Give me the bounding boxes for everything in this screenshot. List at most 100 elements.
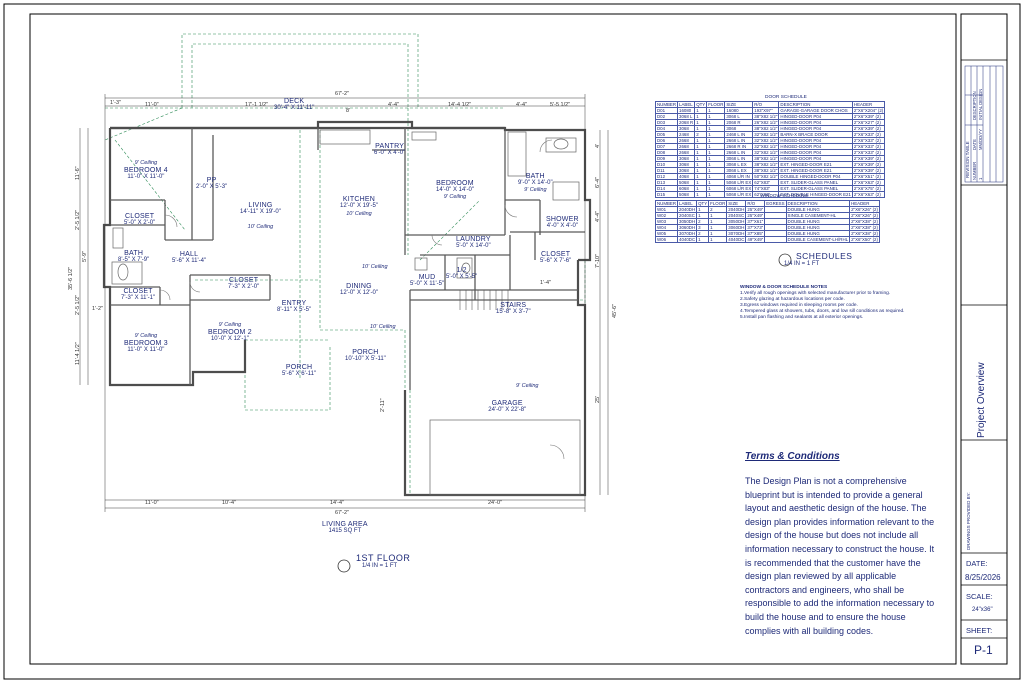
room-size: 8'-5" X 7'-9" (118, 257, 150, 263)
schedule-notes-title: WINDOW & DOOR SCHEDULE NOTES (740, 285, 828, 290)
revision-row-date: MM/DD/YY (978, 129, 983, 150)
table-cell: 2"X6"X39" (2) (851, 125, 886, 132)
room-name: STAIRS (500, 302, 527, 309)
table-cell: 4068 L/R IN (724, 173, 754, 180)
room-name: HALL (179, 251, 199, 258)
table-cell: 4040DC (677, 236, 698, 243)
room-size: 4'-0" X 4'-0" (546, 223, 578, 229)
stair-treads (459, 290, 509, 310)
interior-walls (110, 128, 585, 390)
table-cell: W06 (654, 236, 679, 243)
revision-table-title: REVISION TABLE (965, 141, 970, 178)
table-cell: 37"X61" (745, 218, 766, 225)
deck-label: DECK 30'-4" X 11'-11" (274, 98, 314, 112)
table-cell: 32"X82 1/2" (752, 137, 780, 144)
floor-caption-title: 1ST FLOOR (356, 553, 411, 563)
schedules-caption-scale: 1/4 IN = 1 FT (784, 261, 820, 267)
room-half-bath: 1/2 5'-0" X 5'-5" (446, 267, 477, 281)
dim-top: 1'-3" (110, 100, 121, 106)
table-cell: 37"X85" (745, 230, 766, 237)
room-ceiling: 9' Ceiling (218, 322, 242, 328)
room-name: BATH (124, 250, 144, 257)
revision-row-description: INITIAL DESIGN (978, 88, 983, 120)
header-cell: EGRESS (764, 200, 787, 207)
table-cell: DOUBLE CASEMENT-LH/RHL (785, 236, 851, 243)
room-name: SHOWER (546, 216, 579, 223)
room-closet4: CLOSET 7'-3" X 11'-1" (121, 288, 155, 302)
table-cell: 2"X6"X27" (2) (851, 119, 886, 126)
room-name: PORCH (352, 349, 379, 356)
table-cell: GARAGE-GARAGE DOOR CHOS (778, 107, 853, 114)
window-schedule-title: WINDOW SCHEDULE (760, 194, 809, 199)
living-area: LIVING AREA 1415 SQ FT (322, 521, 368, 535)
dim-left: 11'-6" (75, 166, 81, 180)
dim-right: 7'-10" (595, 253, 601, 268)
room-living: LIVING 14'-11" X 19'-0" 10' Ceiling (240, 202, 281, 231)
table-cell: 2"X6"X26" (2) (849, 206, 880, 213)
room-name: GARAGE (491, 400, 523, 407)
room-kitchen: KITCHEN 12'-0" X 19'-5" 10' Ceiling (340, 196, 378, 218)
table-cell: 2"X6"X33" (2) (851, 131, 886, 138)
room-mud: MUD 5'-0" X 11'-5" (410, 274, 444, 288)
date-label: DATE: (966, 559, 988, 568)
room-name: CLOSET (123, 288, 153, 295)
sheet-value: P-1 (974, 643, 993, 657)
table-cell: 2068 R (677, 119, 696, 126)
room-ceiling: 9' Ceiling (134, 160, 158, 166)
door-schedule-table: NUMBER LABEL QTY FLOOR SIZE R/O DESCRIPT… (654, 101, 886, 198)
room-name: BEDROOM 2 (208, 329, 252, 336)
room-size: 7'-3" X 11'-1" (121, 295, 156, 301)
table-cell: 2"X6"X51" (2) (851, 173, 886, 180)
table-cell: 1 (696, 236, 710, 243)
table-cell: 3068 L (677, 113, 696, 120)
room-name: CLOSET (125, 213, 155, 220)
room-bedroom4: 9' Ceiling BEDROOM 4 11'-0" X 11'-0" (124, 160, 168, 181)
table-cell: 2"X6"X33" (2) (851, 143, 886, 150)
table-cell: 2"X6"X39" (2) (851, 113, 886, 120)
room-laundry: LAUNDRY 5'-0" X 14'-0" (456, 236, 491, 250)
door-swings (159, 139, 565, 460)
table-cell: 32"X82 1/2" (752, 131, 780, 138)
table-cell: 2"X6"X33" (2) (851, 149, 886, 156)
room-ceiling: 9' Ceiling (134, 333, 158, 339)
room-size: 15'-8" X 3'-7" (496, 309, 531, 315)
room-size: 10'-10" X 5'-11" (345, 356, 386, 362)
revision-header-date: DATE (972, 139, 977, 150)
room-size: 5'-0" X 11'-5" (410, 281, 445, 287)
room-name: PANTRY (375, 143, 405, 150)
window-schedule-table: NUMBER LABEL QTY FLOOR SIZE R/O EGRESS D… (654, 200, 880, 243)
header-cell: FLOOR (708, 200, 728, 207)
room-size: 5'-6" X 7'-6" (540, 258, 572, 264)
table-cell (764, 236, 787, 243)
room-shower: SHOWER 4'-0" X 4'-0" (546, 216, 579, 230)
deck-size: 30'-4" X 11'-11" (274, 105, 315, 111)
dim-right: 6'-4" (595, 177, 601, 188)
note-item: 5.Install pan flashing and sealants at a… (740, 315, 864, 320)
table-cell: 2"X6"X26" (2) (849, 212, 880, 219)
note-item: 2.Safety glazing at hazardous locations … (740, 297, 845, 302)
schedules-caption: SCHEDULES 1/4 IN = 1 FT (784, 251, 852, 267)
table-cell: 5068 L/R EX (724, 179, 754, 186)
table-cell: 38"X82 1/2" (752, 125, 780, 132)
table-cell: 3060DH (677, 224, 698, 231)
room-name: LIVING (248, 202, 273, 209)
drawings-provided-by: DRAWINGS PROVIDED BY: (966, 492, 971, 550)
extra-ceiling: 10' Ceiling (370, 324, 396, 330)
room-name: MUD (418, 274, 436, 281)
floor-caption-scale: 1/4 IN = 1 FT (362, 563, 398, 569)
terms-body: The Design Plan is not a comprehensive b… (745, 476, 935, 636)
room-pantry: PANTRY 6'-0" X 4'-0" (374, 143, 405, 157)
dim-bottom: 24'-0" (488, 500, 503, 506)
room-name: CLOSET (229, 277, 259, 284)
table-cell: D15 (654, 191, 679, 198)
room-ceiling: 10' Ceiling (346, 211, 372, 217)
room-size: 5'-0" X 14'-0" (456, 243, 491, 249)
header-cell: QTY (694, 101, 708, 108)
table-cell: 50"X82 1/2" (752, 173, 780, 180)
header-cell: NUMBER (654, 101, 679, 108)
room-ceiling: 9' Ceiling (524, 187, 547, 193)
room-ceiling: 9' Ceiling (516, 383, 539, 389)
sheet-label: SHEET: (966, 626, 993, 635)
